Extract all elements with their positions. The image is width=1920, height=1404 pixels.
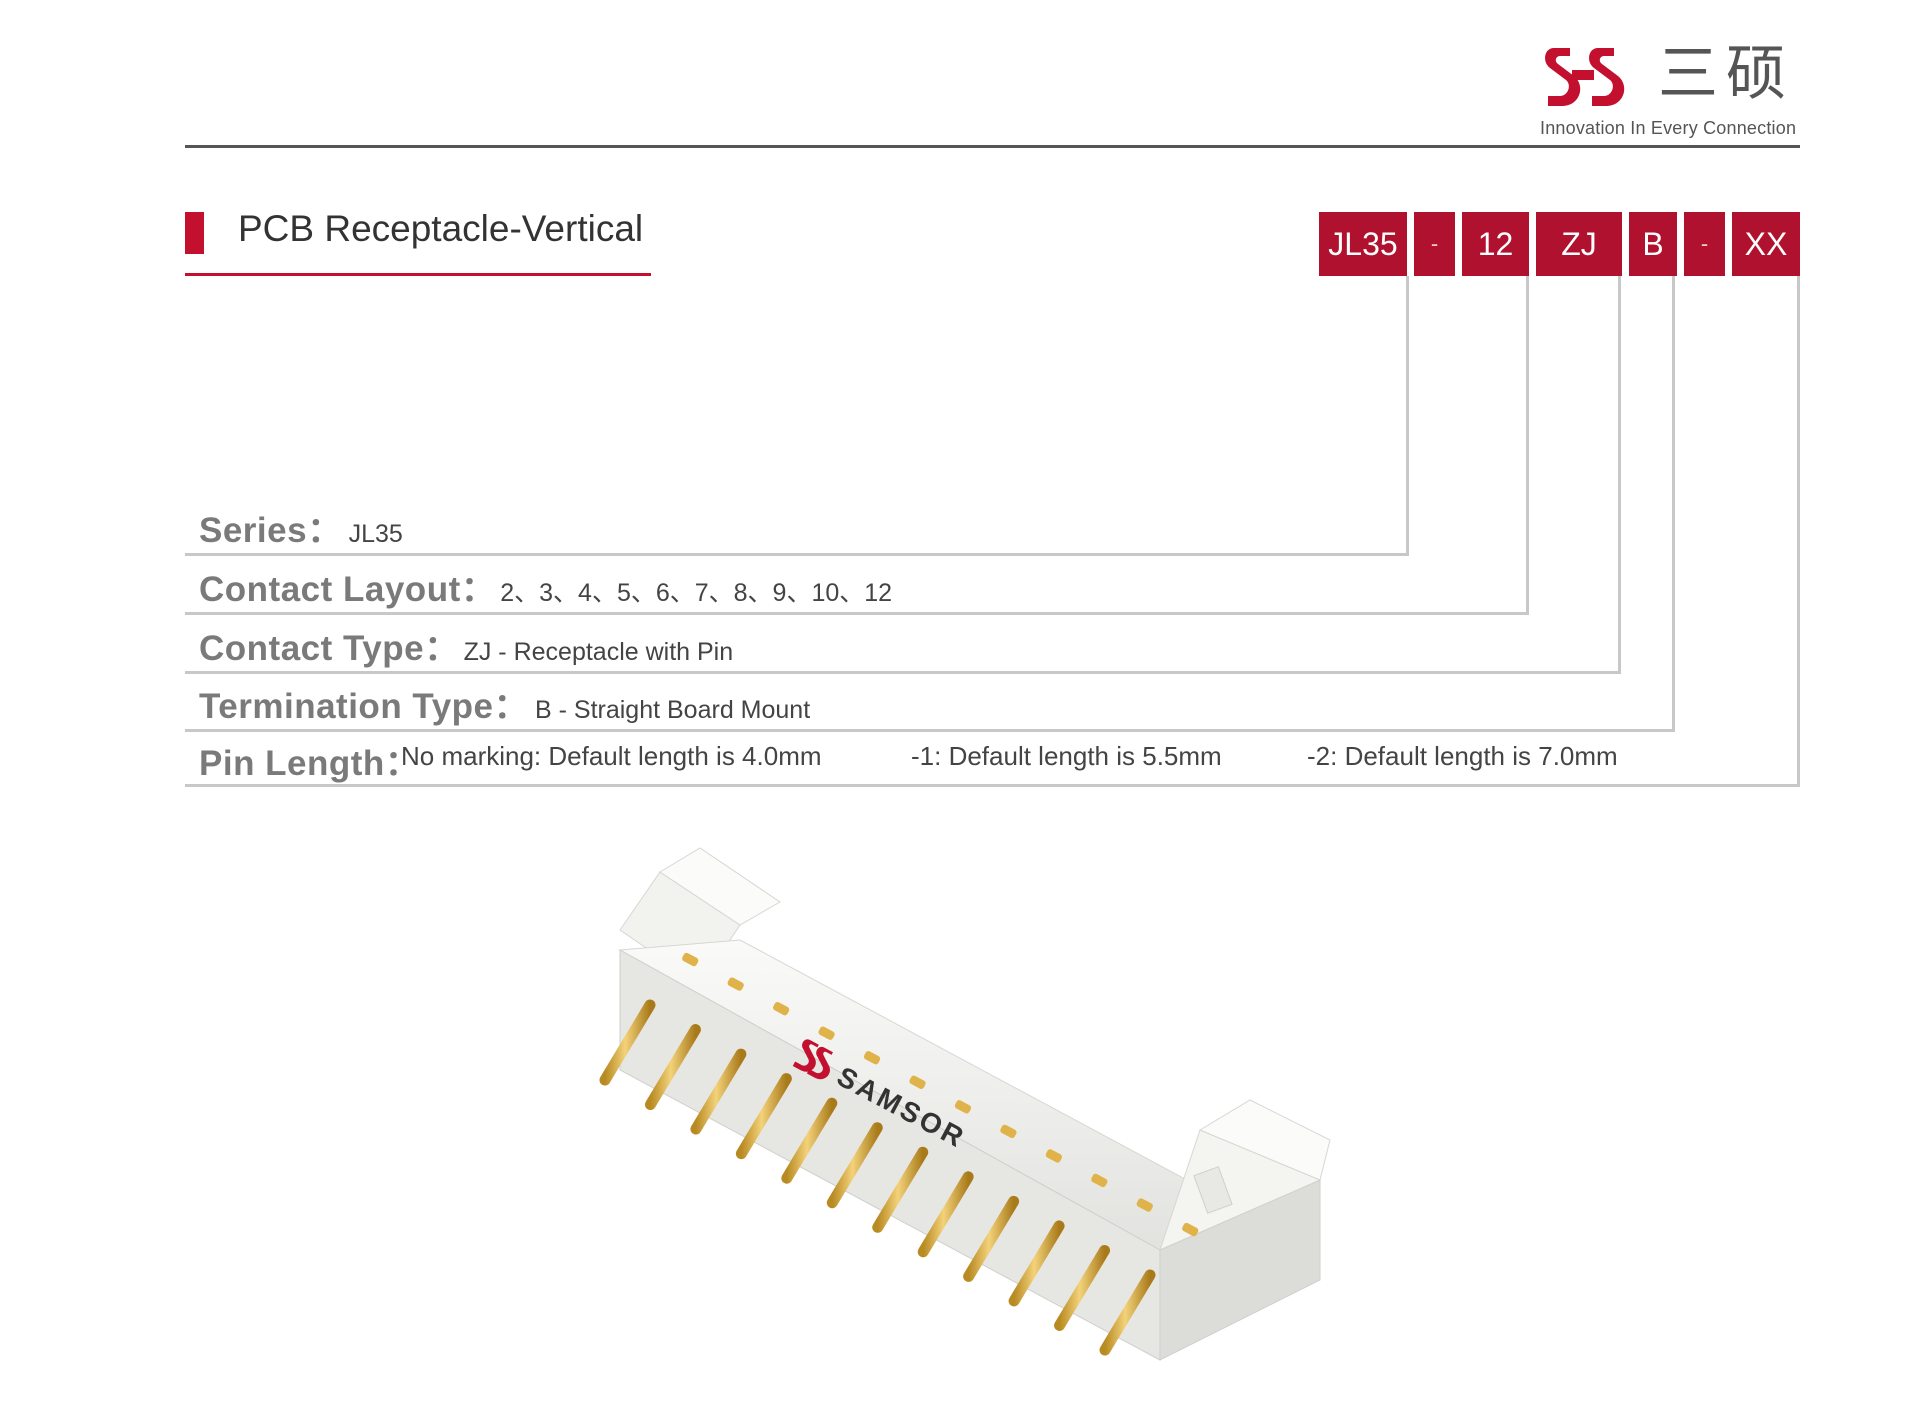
connector-series-h [185,553,1409,556]
pin-length-option: -1: Default length is 5.5mm [911,741,1222,771]
logo-chinese-name: 三硕 [1658,39,1794,109]
socket-contact [1045,1149,1062,1163]
pin [1054,1244,1111,1331]
pin [1099,1269,1156,1356]
connector-pin-v [1797,276,1800,787]
spec-row-contact-type: Contact Type： ZJ - Receptacle with Pin [199,620,733,671]
socket-contact [863,1051,881,1065]
spec-row-pin-length: Pin Length： [199,735,420,786]
code-contact-type: ZJ [1536,212,1622,276]
socket-contact [1136,1198,1153,1212]
socket-contact [909,1075,926,1089]
series-label: Series： [199,511,343,550]
header-divider [185,145,1800,148]
pin-length-label: Pin Length： [199,744,421,783]
termination-type-label: Termination Type： [199,687,530,726]
connector-type-h [185,671,1621,674]
connector-layout-v [1526,276,1529,615]
pin-length-option: -2: Default length is 7.0mm [1307,741,1618,771]
connector-layout-h [185,612,1529,615]
termination-type-value: B - Straight Board Mount [535,696,811,724]
pin [872,1146,929,1233]
pin [826,1122,883,1209]
socket-contact [818,1026,835,1040]
code-dash-2: - [1684,212,1725,276]
pin [599,999,656,1086]
connector-series-v [1406,276,1409,556]
code-contact-layout: 12 [1462,212,1529,276]
spec-row-termination-type: Termination Type： B - Straight Board Mou… [199,678,810,729]
pin [644,1024,701,1111]
logo-tagline: Innovation In Every Connection [1540,118,1797,138]
code-series: JL35 [1319,212,1407,276]
samsor-mark-icon [792,1039,819,1072]
connector-termination-v [1672,276,1675,732]
title-accent-bar [185,212,204,254]
title-underline [185,273,651,276]
socket-contact [1000,1124,1017,1139]
connector-pin-h [185,784,1800,787]
pin [781,1097,838,1184]
company-logo: 三硕 Innovation In Every Connection [1540,39,1800,150]
socket-contact [1182,1222,1199,1237]
pin [690,1048,747,1135]
pin [735,1073,792,1160]
connector-housing [618,847,1331,1361]
pin-length-option: No marking: Default length is 4.0mm [401,741,822,771]
section-title: PCB Receptacle-Vertical [238,208,644,249]
socket-contact [682,952,699,967]
connector-type-v [1618,276,1621,674]
contact-layout-value: 2、3、4、5、6、7、8、9、10、12 [500,579,893,607]
product-image: SAMSOR [599,847,1331,1361]
pin [1008,1220,1065,1307]
contact-type-value: ZJ - Receptacle with Pin [463,638,734,666]
contact-type-label: Contact Type： [199,629,460,668]
samsor-logo-mark-icon [1545,48,1625,106]
socket-contact [773,1001,790,1016]
code-termination: B [1629,212,1677,276]
spec-row-contact-layout: Contact Layout： 2、3、4、5、6、7、8、9、10、12 [199,561,892,612]
socket-contact [954,1100,972,1114]
spec-row-series: Series： JL35 [199,502,403,553]
contact-layout-label: Contact Layout： [199,570,497,609]
pin [963,1195,1020,1282]
connector-termination-h [185,729,1675,732]
socket-contact [1091,1173,1108,1188]
pin [917,1171,974,1258]
code-dash-1: - [1414,212,1455,276]
connector-pins [599,952,1199,1356]
code-pin-length: XX [1732,212,1800,276]
socket-contact [727,977,744,991]
series-value: JL35 [348,520,403,548]
